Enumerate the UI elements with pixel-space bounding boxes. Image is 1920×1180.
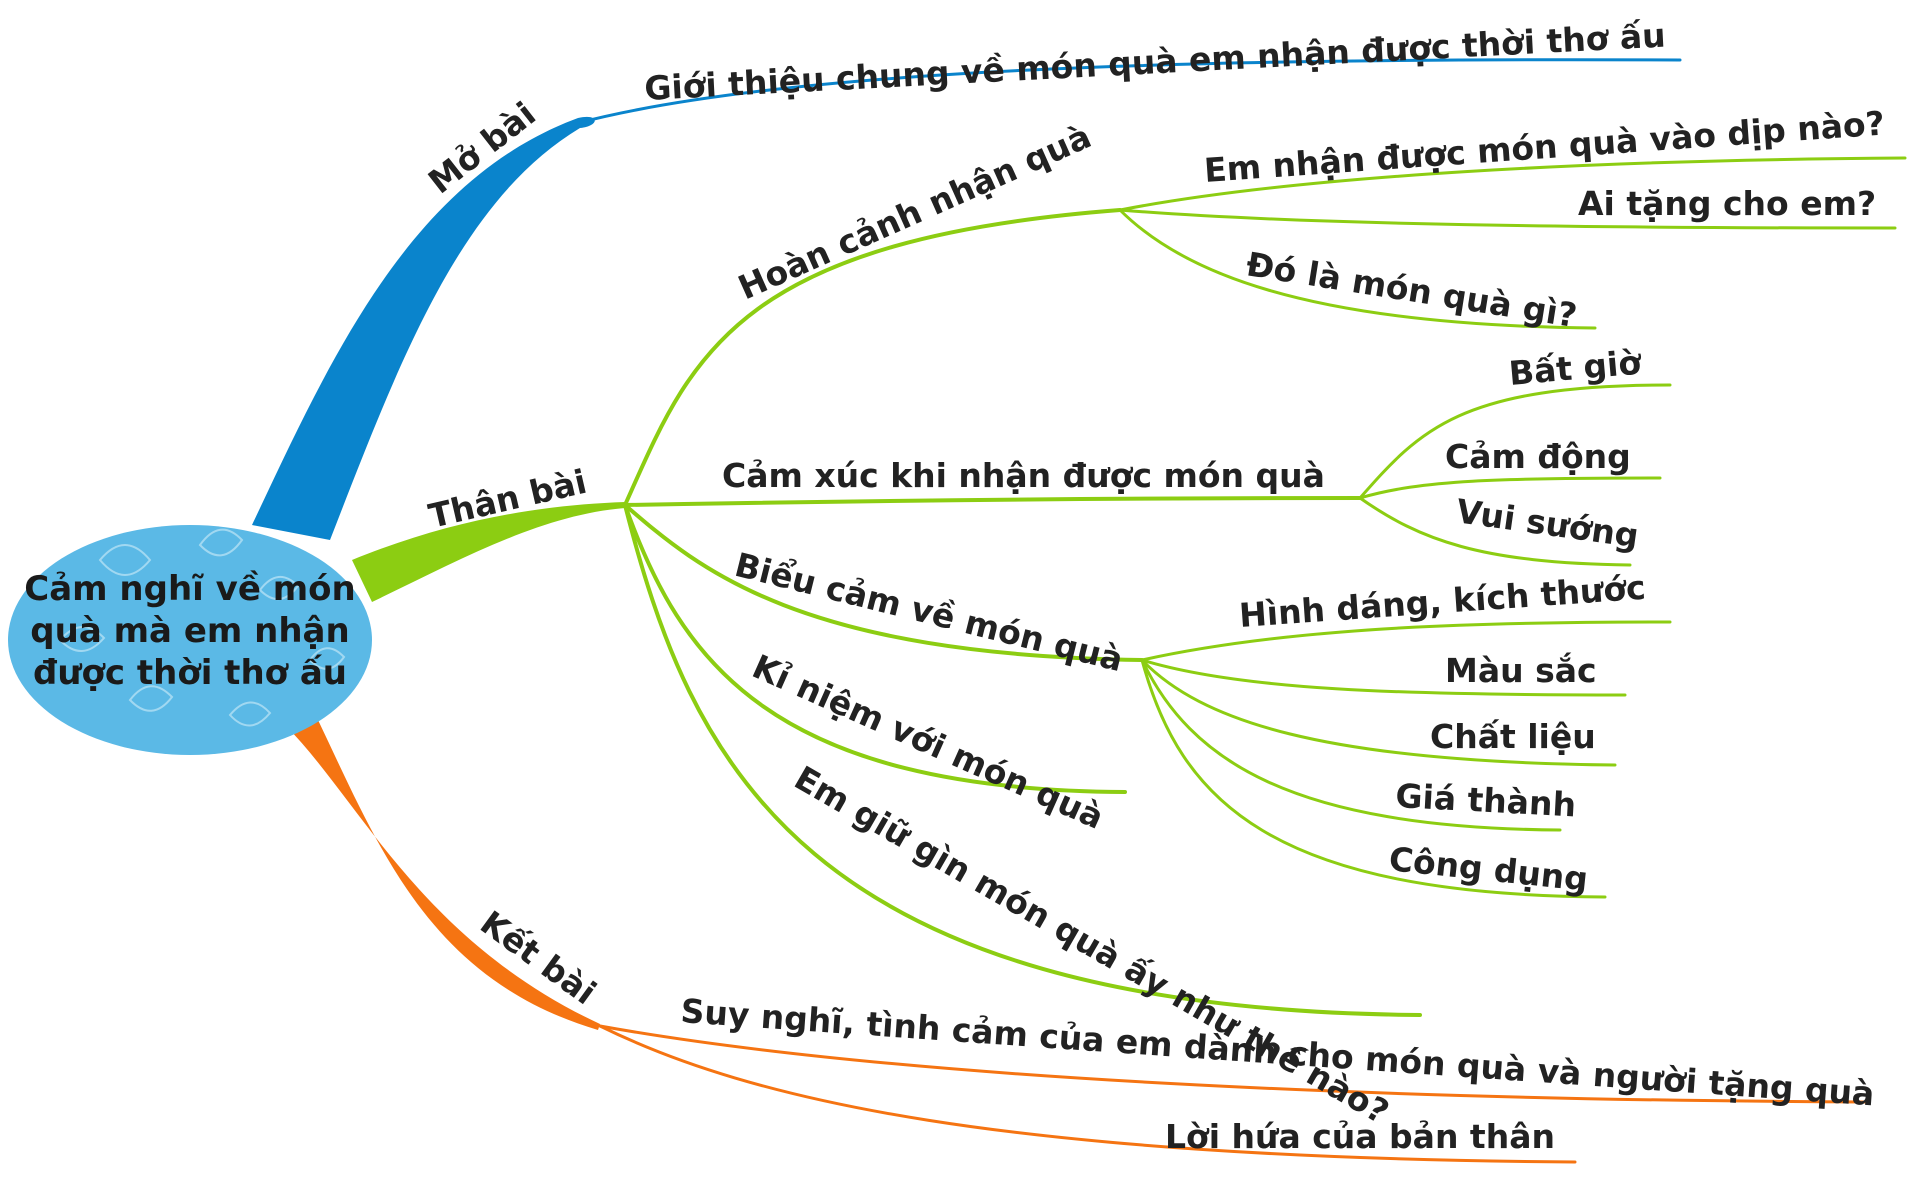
expression-leaf-link-3 [1140, 658, 1617, 767]
emotion-leaf-link-1 [1358, 383, 1672, 500]
intro-item-1[interactable]: Giới thiệu chung về món quà em nhận được… [643, 16, 1666, 108]
expression-item-5[interactable]: Công dụng [1387, 839, 1590, 899]
branch-body [352, 156, 1907, 1017]
emotion-item-2[interactable]: Cảm động [1445, 437, 1631, 476]
conclusion-main-link-fill [285, 720, 600, 1030]
intro-leaf-link-1 [576, 58, 1682, 125]
emotion-item-3[interactable]: Vui sướng [1454, 491, 1641, 555]
circumstance-label[interactable]: Hoàn cảnh nhận quà [732, 117, 1096, 308]
emotion-link [623, 496, 1362, 507]
emotion-leaf-link-3 [1358, 496, 1632, 567]
center-ellipse [8, 525, 372, 755]
expression-leaf-link-2 [1140, 658, 1627, 697]
branch-intro [252, 58, 1682, 541]
circumstance-item-2[interactable]: Ai tặng cho em? [1578, 184, 1876, 223]
expression-leaf-link-4 [1140, 658, 1562, 832]
circumstance-leaf-link-2 [1118, 208, 1897, 230]
center-node[interactable]: Cảm nghĩ về món quà mà em nhận được thời… [8, 525, 372, 755]
expression-item-3[interactable]: Chất liệu [1430, 717, 1596, 756]
center-title-line-1: Cảm nghĩ về món [24, 569, 355, 609]
center-title-line-2: quà mà em nhận [30, 611, 349, 651]
leaf-pattern-icon [58, 528, 346, 727]
expression-leaf-link-5 [1140, 658, 1607, 899]
circumstance-item-3[interactable]: Đó là món quà gì? [1244, 244, 1580, 335]
keeping-link [623, 503, 1422, 1017]
circumstance-link [623, 208, 1122, 507]
expression-item-2[interactable]: Màu sắc [1445, 651, 1597, 690]
emotion-leaf-link-2 [1358, 476, 1662, 500]
body-main-link-fill [352, 502, 625, 602]
branch-conclusion [285, 720, 1867, 1164]
memory-link [623, 503, 1127, 794]
intro-main-link-fill [252, 116, 595, 541]
conclusion-leaf-link-1 [598, 1024, 1867, 1104]
memory-label[interactable]: Kỉ niệm với món quà [747, 647, 1110, 837]
center-title-line-3: được thời thơ ấu [33, 653, 347, 693]
conclusion-leaf-link-2 [598, 1024, 1577, 1164]
conclusion-item-2[interactable]: Lời hứa của bản thân [1165, 1117, 1555, 1156]
circumstance-leaf-link-1 [1118, 156, 1907, 212]
circumstance-item-1[interactable]: Em nhận được món quà vào dịp nào? [1203, 104, 1886, 190]
circumstance-leaf-link-3 [1118, 208, 1597, 330]
expression-leaf-link-1 [1140, 620, 1672, 662]
expression-item-4[interactable]: Giá thành [1395, 776, 1577, 824]
expression-link [623, 503, 1144, 662]
emotion-label[interactable]: Cảm xúc khi nhận được món quà [722, 456, 1325, 495]
